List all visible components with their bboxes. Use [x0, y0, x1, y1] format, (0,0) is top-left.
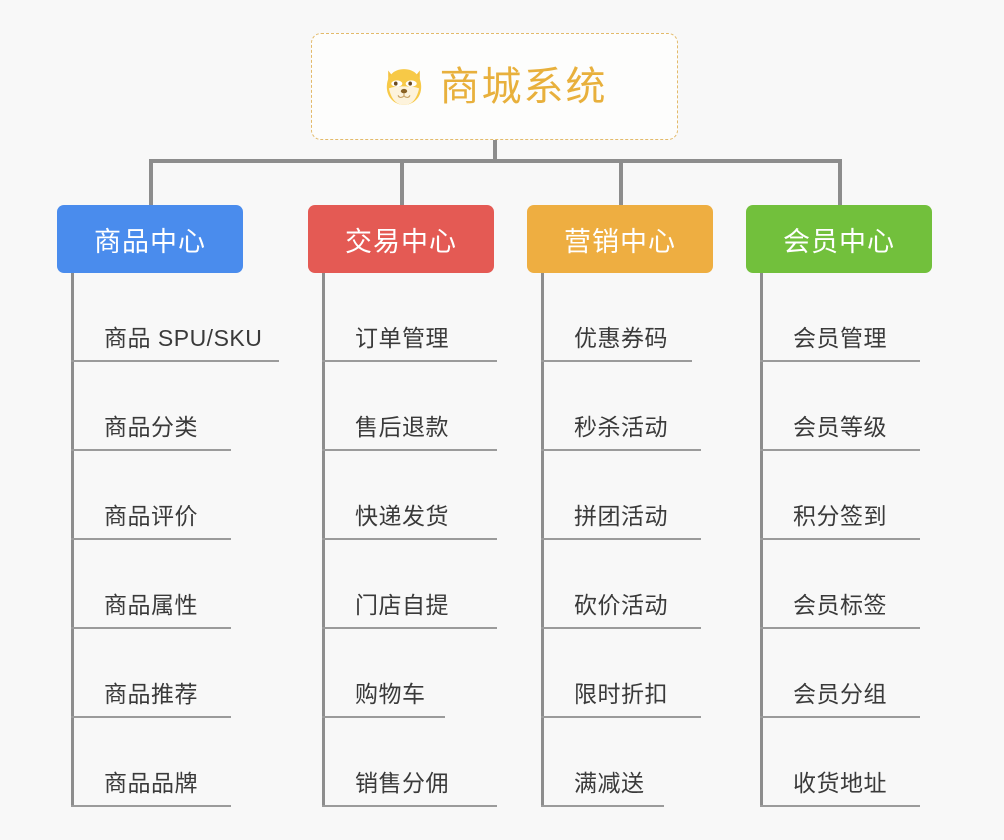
connector-drop-1	[149, 159, 153, 205]
leaf-item-rule	[541, 449, 701, 451]
leaf-item-rule	[760, 538, 920, 540]
leaf-item-label: 购物车	[355, 681, 426, 707]
leaf-item-label: 秒杀活动	[574, 414, 668, 440]
leaf-item-label: 拼团活动	[574, 503, 668, 529]
leaf-item-rule	[322, 805, 497, 807]
leaf-item[interactable]: 快递发货	[322, 451, 542, 540]
leaf-item-label: 会员分组	[793, 681, 887, 707]
leaf-item-rule	[322, 716, 445, 718]
leaf-item-rule	[322, 538, 497, 540]
leaf-item-rule	[541, 716, 701, 718]
leaf-item-rule	[322, 627, 497, 629]
leaf-item[interactable]: 拼团活动	[541, 451, 761, 540]
leaf-item[interactable]: 订单管理	[322, 273, 542, 362]
leaf-item-label: 商品推荐	[104, 681, 198, 707]
leaf-item[interactable]: 售后退款	[322, 362, 542, 451]
leaf-item-label: 销售分佣	[355, 770, 449, 796]
root-title: 商城系统	[439, 64, 608, 109]
connector-root-stem	[493, 140, 497, 163]
category-box-0[interactable]: 商品中心	[57, 205, 243, 273]
leaf-item-label: 会员标签	[793, 592, 887, 618]
category-label-1: 交易中心	[345, 226, 457, 257]
leaf-column-2: 优惠券码秒杀活动拼团活动砍价活动限时折扣满减送	[541, 273, 761, 807]
leaf-item-label: 积分签到	[793, 503, 887, 529]
leaf-item-label: 商品属性	[104, 592, 198, 618]
connector-horizontal-bus	[149, 159, 842, 163]
leaf-item-label: 收货地址	[793, 770, 887, 796]
leaf-item[interactable]: 商品分类	[71, 362, 291, 451]
leaf-item-label: 满减送	[574, 770, 645, 796]
leaf-item[interactable]: 积分签到	[760, 451, 980, 540]
leaf-column-spine	[541, 273, 544, 807]
category-box-3[interactable]: 会员中心	[746, 205, 932, 273]
leaf-item[interactable]: 商品品牌	[71, 718, 291, 807]
leaf-item-label: 限时折扣	[574, 681, 668, 707]
leaf-item-label: 商品评价	[104, 503, 198, 529]
leaf-item[interactable]: 限时折扣	[541, 629, 761, 718]
leaf-item[interactable]: 会员标签	[760, 540, 980, 629]
leaf-item-rule	[760, 716, 920, 718]
leaf-item-label: 商品品牌	[104, 770, 198, 796]
leaf-item[interactable]: 商品属性	[71, 540, 291, 629]
leaf-column-0: 商品 SPU/SKU 商品分类商品评价商品属性商品推荐商品品牌	[71, 273, 291, 807]
leaf-item-rule	[541, 538, 701, 540]
leaf-item[interactable]: 门店自提	[322, 540, 542, 629]
category-label-3: 会员中心	[783, 226, 895, 257]
root-node[interactable]: 商城系统	[311, 33, 678, 140]
leaf-item-rule	[71, 360, 279, 362]
leaf-item-rule	[760, 360, 920, 362]
leaf-item[interactable]: 购物车	[322, 629, 542, 718]
leaf-item-label: 商品 SPU/SKU	[104, 325, 263, 351]
dog-face-icon	[382, 65, 426, 109]
leaf-item-rule	[541, 805, 664, 807]
leaf-item-label: 会员管理	[793, 325, 887, 351]
leaf-item-label: 会员等级	[793, 414, 887, 440]
leaf-item-rule	[322, 449, 497, 451]
leaf-item[interactable]: 会员等级	[760, 362, 980, 451]
leaf-item-rule	[322, 360, 497, 362]
category-box-2[interactable]: 营销中心	[527, 205, 713, 273]
leaf-item-rule	[541, 627, 701, 629]
leaf-item[interactable]: 秒杀活动	[541, 362, 761, 451]
leaf-item-label: 砍价活动	[574, 592, 668, 618]
category-label-2: 营销中心	[564, 226, 676, 257]
leaf-column-spine	[760, 273, 763, 807]
leaf-item[interactable]: 会员管理	[760, 273, 980, 362]
leaf-item[interactable]: 优惠券码	[541, 273, 761, 362]
leaf-item[interactable]: 商品推荐	[71, 629, 291, 718]
leaf-column-spine	[71, 273, 74, 807]
leaf-item-rule	[760, 449, 920, 451]
leaf-item-label: 优惠券码	[574, 325, 668, 351]
leaf-item-rule	[71, 805, 231, 807]
leaf-item[interactable]: 满减送	[541, 718, 761, 807]
leaf-item[interactable]: 商品评价	[71, 451, 291, 540]
leaf-item-label: 快递发货	[355, 503, 449, 529]
leaf-item[interactable]: 销售分佣	[322, 718, 542, 807]
leaf-item-label: 商品分类	[104, 414, 198, 440]
leaf-item[interactable]: 砍价活动	[541, 540, 761, 629]
leaf-item-rule	[71, 538, 231, 540]
leaf-item-rule	[541, 360, 692, 362]
leaf-item-rule	[71, 716, 231, 718]
category-label-0: 商品中心	[94, 226, 206, 257]
leaf-item[interactable]: 收货地址	[760, 718, 980, 807]
leaf-item-label: 门店自提	[355, 592, 449, 618]
connector-drop-3	[619, 159, 623, 205]
leaf-column-1: 订单管理售后退款快递发货门店自提购物车销售分佣	[322, 273, 542, 807]
leaf-item-rule	[760, 627, 920, 629]
leaf-item-rule	[71, 627, 231, 629]
leaf-column-3: 会员管理会员等级积分签到会员标签会员分组收货地址	[760, 273, 980, 807]
connector-drop-2	[400, 159, 404, 205]
leaf-item[interactable]: 商品 SPU/SKU	[71, 273, 291, 362]
leaf-item-label: 售后退款	[355, 414, 449, 440]
leaf-item-label: 订单管理	[355, 325, 449, 351]
connector-drop-4	[838, 159, 842, 205]
leaf-item-rule	[760, 805, 920, 807]
leaf-item[interactable]: 会员分组	[760, 629, 980, 718]
leaf-column-spine	[322, 273, 325, 807]
category-box-1[interactable]: 交易中心	[308, 205, 494, 273]
leaf-item-rule	[71, 449, 231, 451]
